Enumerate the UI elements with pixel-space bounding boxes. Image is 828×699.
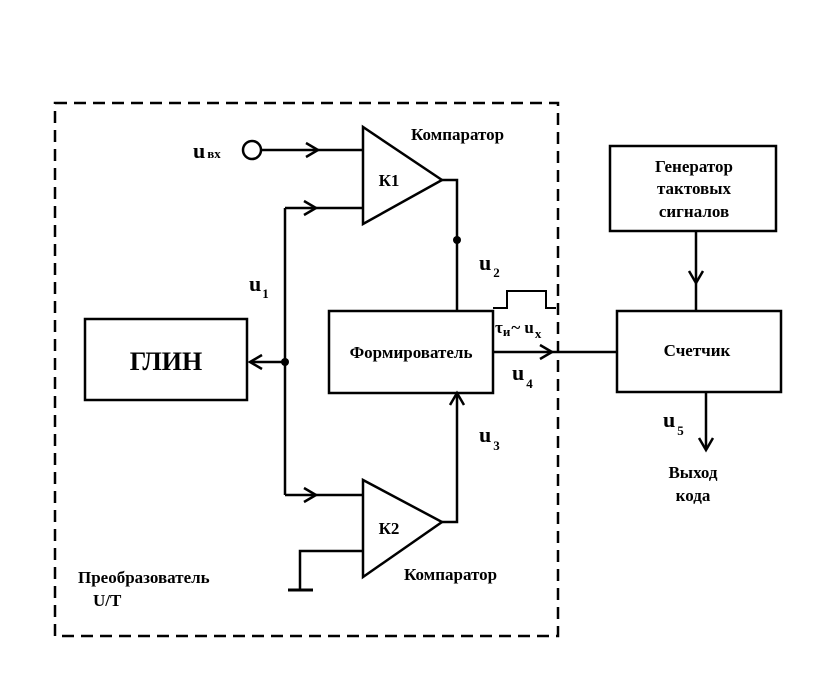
input-arrow <box>305 141 321 159</box>
generator-block <box>608 144 778 233</box>
generator-label-1: Генератор <box>655 157 733 176</box>
comparator-k1 <box>361 124 445 227</box>
k2-caption: Компаратор <box>404 565 497 584</box>
k1-caption: Компаратор <box>411 125 504 144</box>
u1-to-k1-arrow <box>303 199 319 217</box>
converter-boundary <box>53 101 560 638</box>
tau-label: τи~ ux <box>495 318 542 341</box>
comparator-k2 <box>361 477 445 580</box>
k1-label: К1 <box>379 171 400 190</box>
converter-caption-1: Преобразователь <box>78 568 210 587</box>
input-terminal <box>241 139 263 161</box>
u1-to-k2-arrow <box>303 486 319 504</box>
k1-junction <box>453 236 461 244</box>
u1-label: u1 <box>249 271 269 301</box>
generator-arrow <box>687 270 705 286</box>
k2-output-arrow <box>448 390 466 406</box>
k2-ground-wire <box>298 549 363 590</box>
glin-block <box>83 317 249 402</box>
converter-caption-2: U/T <box>93 591 122 610</box>
glin-arrow <box>247 353 263 371</box>
shaper-label: Формирователь <box>350 343 473 362</box>
counter-output-arrow <box>697 437 715 453</box>
u4-arrow <box>539 343 555 361</box>
shaper-block <box>327 309 495 395</box>
output-caption-2: кода <box>676 486 711 505</box>
generator-label-2: тактовых <box>657 179 732 198</box>
generator-label-3: сигналов <box>659 202 729 221</box>
glin-label: ГЛИН <box>130 347 202 376</box>
bus-junction <box>281 358 289 366</box>
counter-block <box>615 309 783 394</box>
output-caption-1: Выход <box>668 463 717 482</box>
k1-output-wire <box>442 178 459 311</box>
k2-output-wire <box>442 393 459 524</box>
k2-label: К2 <box>379 519 400 538</box>
pulse-waveform <box>493 290 556 309</box>
counter-label: Счетчик <box>664 341 731 360</box>
